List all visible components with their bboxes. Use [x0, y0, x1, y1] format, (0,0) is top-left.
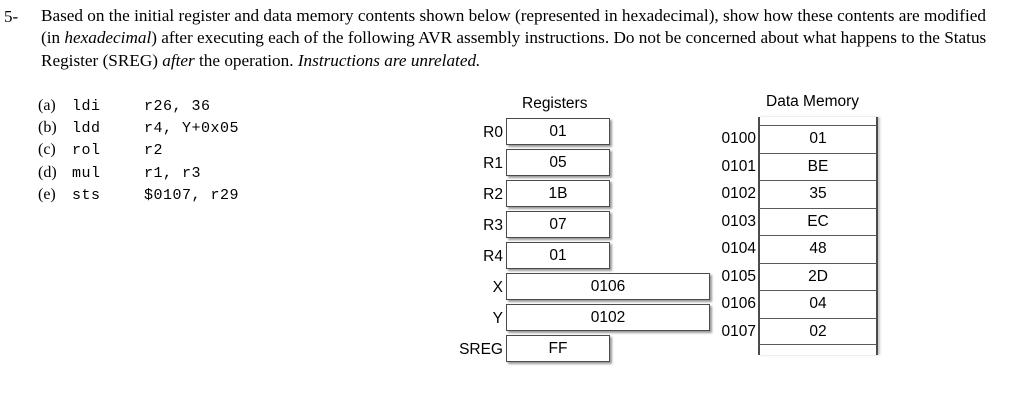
instruction-letter: (c) [38, 141, 56, 159]
register-label: R2 [483, 186, 503, 203]
memory-value-cell[interactable]: 2D [758, 262, 878, 290]
register-row: R1 05 [440, 149, 730, 178]
register-value-box[interactable]: FF [506, 335, 610, 362]
register-value: 01 [549, 247, 567, 264]
register-row: Y 0102 [440, 304, 730, 333]
question-text: Based on the initial register and data m… [41, 6, 987, 70]
register-value-box[interactable]: 0106 [506, 273, 710, 300]
memory-address: 0100 [721, 130, 756, 147]
instruction-mnemonic: ldi [72, 98, 101, 115]
memory-address: 0106 [721, 295, 756, 312]
memory-row: 0107 02 [714, 317, 914, 345]
instruction-letter: (d) [38, 163, 57, 181]
memory-row: 0103 EC [714, 207, 914, 235]
memory-row: 0105 2D [714, 262, 914, 290]
register-value-box[interactable]: 0102 [506, 304, 710, 331]
register-row: R0 01 [440, 118, 730, 147]
instruction-operands: r26, 36 [144, 98, 211, 115]
register-value: 0106 [590, 278, 626, 295]
memory-value: EC [807, 212, 829, 230]
register-value: FF [548, 340, 568, 357]
memory-value-cell[interactable]: BE [758, 152, 878, 180]
memory-address: 0107 [721, 322, 756, 340]
instruction-mnemonic: mul [72, 164, 101, 182]
register-label: X [492, 279, 503, 296]
memory-row: 0104 48 [714, 235, 914, 263]
memory-value-cell[interactable]: 04 [758, 290, 878, 318]
instruction-row: (a) ldi r26, 36 [38, 95, 239, 117]
memory-value-cell[interactable]: 01 [758, 125, 878, 153]
instruction-operands: r1, r3 [144, 164, 202, 182]
register-label: R4 [483, 248, 503, 265]
memory-address: 0104 [721, 240, 756, 257]
instruction-list: (a) ldi r26, 36 (b) ldd r4, Y+0x05 (c) rol r2 (d)… [38, 95, 239, 206]
memory-address: 0101 [721, 157, 756, 175]
instruction-row: (c) rol r2 [38, 139, 239, 161]
memory-row: 0101 BE [714, 152, 914, 180]
memory-value-cell[interactable]: 02 [758, 317, 878, 345]
register-value-box[interactable]: 01 [506, 242, 610, 269]
instruction-mnemonic: rol [72, 142, 101, 160]
register-value-box[interactable]: 07 [506, 211, 610, 238]
instruction-operands: $0107, r29 [144, 186, 240, 204]
instruction-operands: r4, Y+0x05 [144, 120, 240, 138]
register-value: 05 [549, 154, 567, 171]
data-memory-title: Data Memory [766, 93, 860, 110]
register-value: 07 [549, 216, 567, 233]
register-value-box[interactable]: 05 [506, 149, 610, 176]
memory-row: 0106 04 [714, 290, 914, 318]
question-number: 5- [4, 7, 19, 26]
register-value-box[interactable]: 01 [506, 118, 610, 145]
register-value: 01 [549, 123, 567, 140]
memory-address: 0105 [721, 267, 756, 285]
memory-value: 02 [809, 322, 827, 340]
instruction-operands: r2 [144, 142, 164, 160]
memory-value: BE [807, 157, 829, 175]
memory-value: 01 [809, 130, 827, 147]
register-label: R1 [483, 155, 503, 172]
memory-value: 35 [809, 185, 827, 202]
memory-address: 0103 [721, 212, 756, 230]
register-row: X 0106 [440, 273, 730, 302]
memory-value-cell[interactable]: EC [758, 207, 878, 235]
instruction-row: (d) mul r1, r3 [38, 162, 239, 184]
memory-value: 48 [809, 240, 827, 257]
register-row: R3 07 [440, 211, 730, 240]
register-value-box[interactable]: 1B [506, 180, 610, 207]
instruction-mnemonic: ldd [72, 120, 101, 138]
register-label: Y [492, 310, 503, 327]
instruction-mnemonic: sts [72, 186, 101, 204]
register-value: 1B [548, 185, 568, 202]
instruction-letter: (b) [38, 119, 57, 137]
instruction-row: (b) ldd r4, Y+0x05 [38, 117, 239, 139]
register-label: R0 [483, 124, 503, 141]
memory-address: 0102 [721, 185, 756, 202]
instruction-letter: (e) [38, 185, 56, 203]
register-row: SREG FF [440, 335, 730, 364]
register-row: R4 01 [440, 242, 730, 271]
instruction-letter: (a) [38, 97, 56, 114]
memory-value: 2D [808, 267, 828, 285]
memory-value: 04 [809, 295, 827, 312]
instruction-row: (e) sts $0107, r29 [38, 184, 239, 206]
register-label: SREG [459, 341, 503, 358]
register-value: 0102 [590, 309, 626, 326]
memory-row: 0100 01 [714, 125, 914, 153]
register-label: R3 [483, 217, 503, 234]
memory-row: 0102 35 [714, 180, 914, 208]
register-row: R2 1B [440, 180, 730, 209]
memory-value-cell[interactable]: 48 [758, 235, 878, 263]
memory-value-cell[interactable]: 35 [758, 180, 878, 208]
registers-title: Registers [522, 95, 588, 112]
